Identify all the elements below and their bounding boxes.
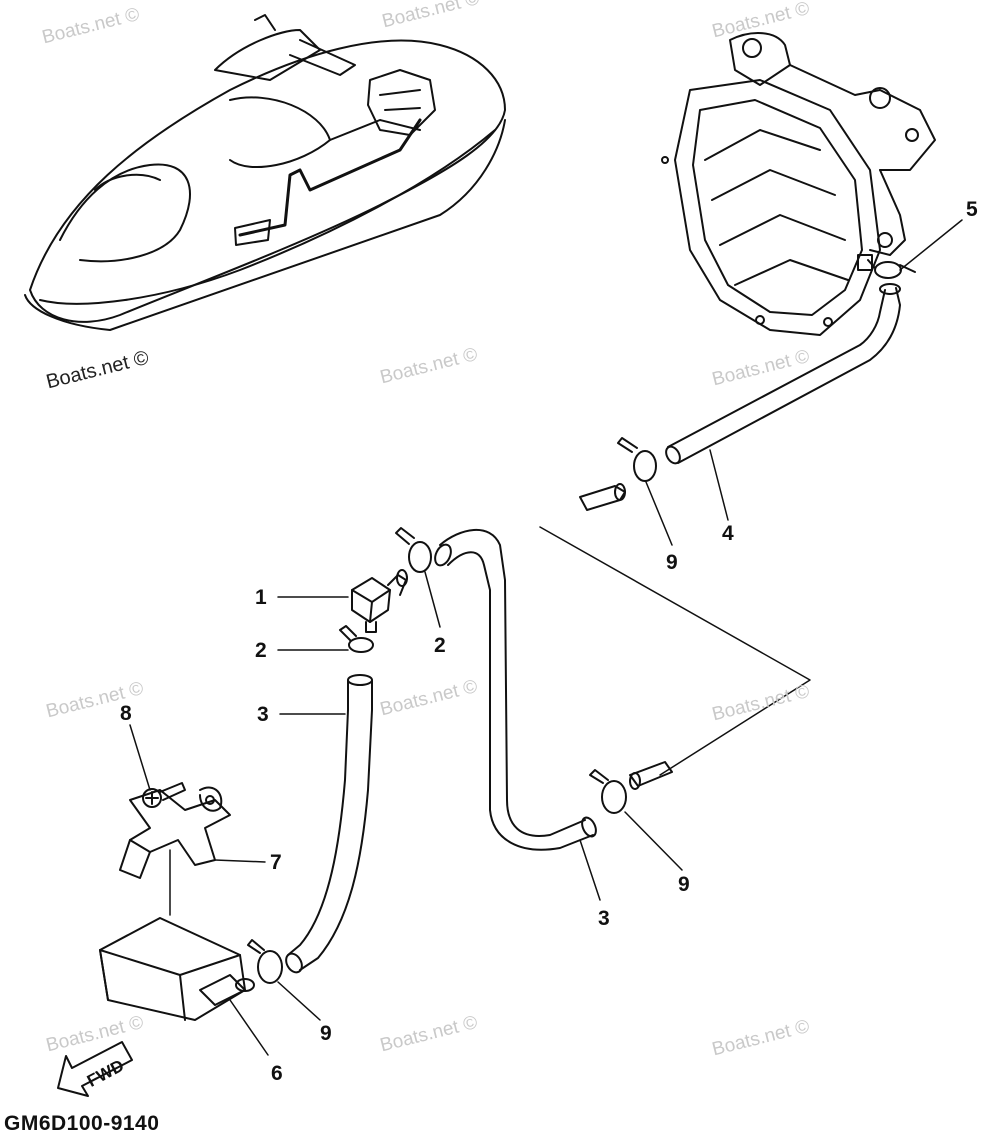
hose-3-right [434, 529, 597, 851]
fitting-lower [629, 761, 673, 790]
bracket-7 [119, 786, 231, 879]
hose-4 [665, 283, 901, 465]
fwd-arrow-icon [57, 1041, 133, 1097]
callout-8: 8 [120, 702, 132, 725]
valve-1 [351, 569, 408, 633]
clamp-9-bottom [247, 939, 283, 984]
fitting-upper [579, 483, 626, 511]
callout-2: 2 [255, 639, 267, 662]
callout-9: 9 [678, 873, 690, 896]
hose-3-left [285, 674, 373, 974]
watercraft-hull-illustration [24, 14, 506, 331]
clamp-9-lower [589, 769, 627, 814]
callout-9: 9 [320, 1022, 332, 1045]
clamp-2-right [395, 527, 432, 573]
callout-4: 4 [722, 522, 734, 545]
screw-8 [142, 782, 186, 808]
water-box-6 [99, 917, 255, 1021]
callout-1: 1 [255, 586, 267, 609]
callout-3: 3 [598, 907, 610, 930]
callout-5: 5 [966, 198, 978, 221]
callout-6: 6 [271, 1062, 283, 1085]
clamp-2-left [339, 625, 374, 653]
callout-3: 3 [257, 703, 269, 726]
callout-7: 7 [270, 851, 282, 874]
callout-9: 9 [666, 551, 678, 574]
callout-2: 2 [434, 634, 446, 657]
jet-pump-housing-illustration [661, 32, 936, 336]
diagram-code: GM6D100-9140 [4, 1112, 160, 1135]
clamp-9-upper [617, 437, 657, 482]
